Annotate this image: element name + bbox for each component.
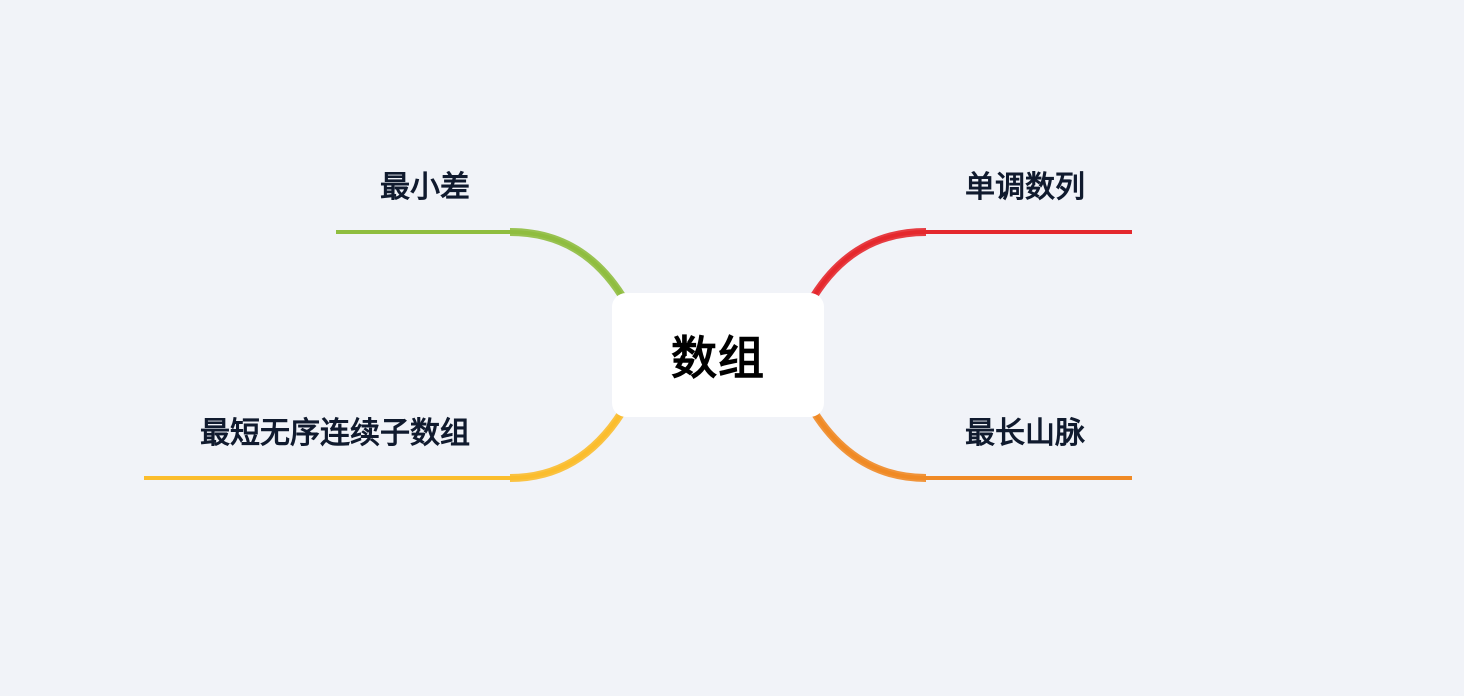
topic-min-diff[interactable]: 最小差 xyxy=(380,170,470,205)
topic-monotonic-array[interactable]: 单调数列 xyxy=(965,170,1085,205)
branch-taper-monotonic xyxy=(810,228,927,299)
central-topic[interactable]: 数组 xyxy=(612,293,824,417)
branch-line-min-diff xyxy=(336,230,624,298)
branch-line-monotonic xyxy=(812,230,1132,298)
branch-taper-min-diff xyxy=(509,228,626,299)
topic-longest-mountain[interactable]: 最长山脉 xyxy=(965,416,1085,451)
branch-taper-mountain xyxy=(810,409,927,482)
topic-shortest-unsorted-subarray[interactable]: 最短无序连续子数组 xyxy=(200,416,470,451)
branch-taper-shortest xyxy=(509,409,626,482)
central-topic-label: 数组 xyxy=(671,331,765,385)
